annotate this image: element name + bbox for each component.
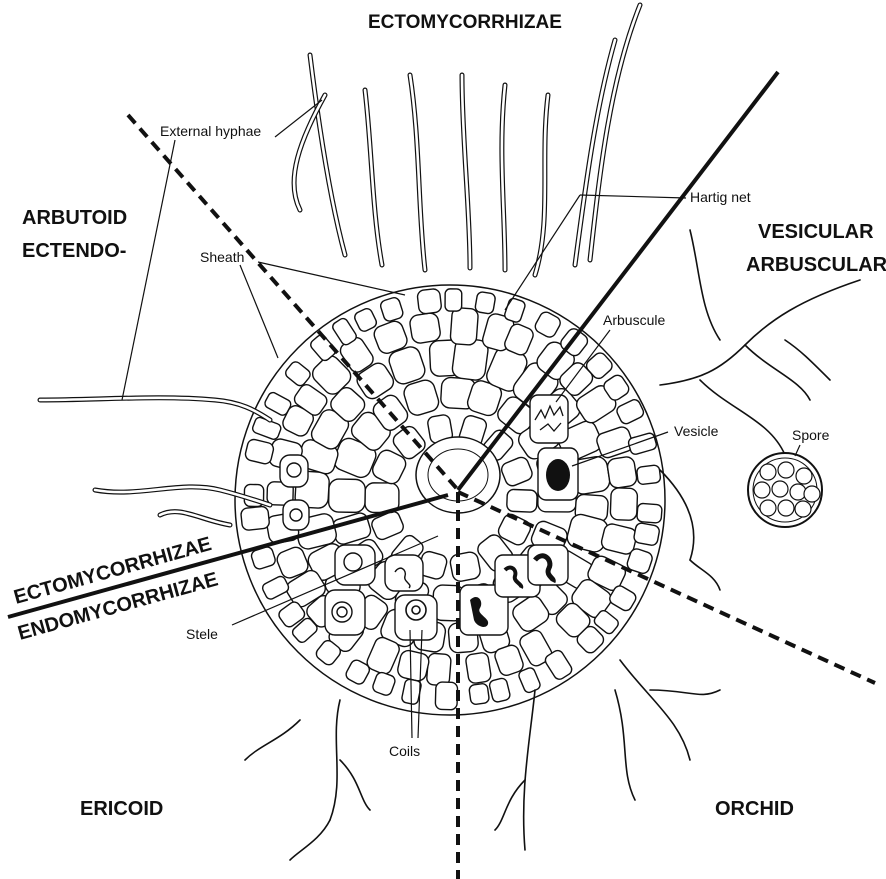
vesicular-label: VESICULAR [758, 221, 874, 243]
hypha [660, 280, 860, 385]
spore-cell [795, 501, 811, 517]
cortex-cell [328, 479, 365, 513]
hypha [690, 230, 720, 340]
ericoid-label: ERICOID [80, 798, 163, 820]
cortex-cell [465, 652, 492, 684]
hypha [700, 380, 785, 455]
ectendo-label: ECTENDO- [22, 240, 126, 262]
spore-cell [772, 481, 788, 497]
hypha [290, 820, 330, 860]
spore-cell [796, 468, 812, 484]
cortex-cell [426, 653, 451, 686]
cortex-cell [606, 456, 637, 489]
arbuscule [530, 395, 568, 443]
spore [748, 453, 822, 527]
cortex-cell [469, 683, 490, 705]
cortex-cell [507, 489, 538, 512]
cortex-cell [417, 288, 442, 314]
hypha [690, 560, 720, 590]
hartig-net-label: Hartig net [690, 189, 751, 205]
arbutoid-label: ARBUTOID [22, 207, 127, 229]
spore-cell [760, 464, 776, 480]
arbuscular-label: ARBUSCULAR [746, 254, 886, 276]
cortex-cell [450, 307, 479, 345]
spore-cell [754, 482, 770, 498]
spore-label: Spore [792, 427, 830, 443]
coils-label: Coils [389, 743, 420, 759]
hypha [40, 398, 270, 420]
hypha [340, 760, 370, 810]
spore-cell [778, 462, 794, 478]
cortex-cell [637, 503, 663, 523]
ectomycorrhizae-title: ECTOMYCORRHIZAE [368, 12, 562, 33]
arbuscule-label: Arbuscule [603, 312, 665, 328]
hypha [330, 700, 340, 820]
hypha [785, 340, 830, 380]
external-hyphae-leader [122, 140, 175, 400]
cortex-cell [435, 682, 457, 710]
external-hyphae-label: External hyphae [160, 123, 261, 139]
hypha [745, 345, 810, 400]
cortex-cell [610, 488, 637, 521]
cortex-cell [449, 551, 482, 583]
spore-cell [778, 500, 794, 516]
spore-cell [790, 484, 806, 500]
hypha [620, 660, 690, 760]
sheath-label: Sheath [200, 249, 244, 265]
hypha [524, 690, 535, 850]
vesicle-label: Vesicle [674, 423, 719, 439]
spore-cell [760, 500, 776, 516]
cortex-cell [445, 289, 462, 311]
cortex-cell [475, 291, 496, 314]
hypha [615, 690, 635, 800]
cortex-cell [636, 465, 661, 485]
vesicle [538, 448, 578, 500]
stele-label: Stele [186, 626, 218, 642]
hypha [495, 780, 525, 830]
hypha [310, 55, 345, 255]
orchid-label: ORCHID [715, 798, 794, 820]
spore-cell [804, 486, 820, 502]
hypha [650, 690, 720, 694]
cortex-cell [633, 522, 660, 546]
cortex-cell [409, 312, 442, 344]
hypha [245, 720, 300, 760]
cortex-cell [240, 506, 269, 531]
